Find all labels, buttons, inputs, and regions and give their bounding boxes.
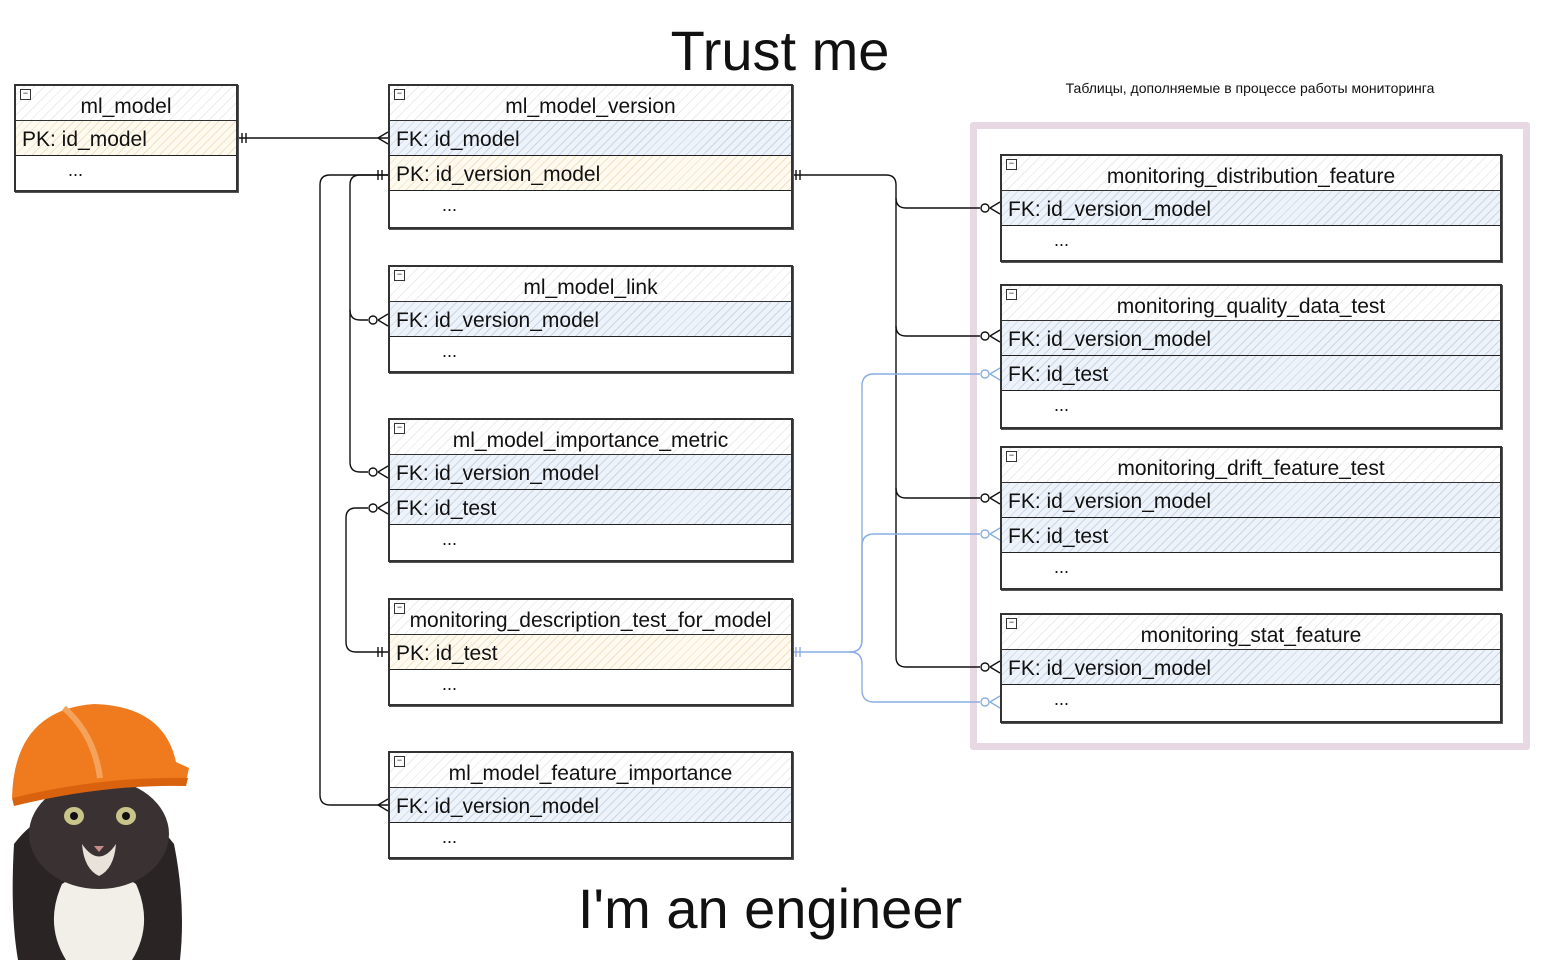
monitoring-tables-group (970, 122, 1530, 750)
table-header: − monitoring_drift_feature_test (1002, 448, 1500, 483)
table-row: PK: id_test (390, 635, 791, 670)
link-version-left-spine (319, 174, 388, 806)
table-row: ... (442, 195, 458, 215)
table-row: ... (442, 341, 458, 361)
top-title: Trust me (670, 19, 890, 82)
table-row: FK: id_version_model (390, 455, 791, 490)
table-ml-model-link[interactable]: − ml_model_link FK: id_version_model ... (388, 265, 793, 373)
table-row: ... (1054, 689, 1070, 709)
table-header: −monitoring_description_test_for_model (390, 600, 791, 635)
table-ml-model-feature-importance[interactable]: − ml_model_feature_importance FK: id_vers… (388, 751, 793, 859)
table-name: monitoring_drift_feature_test (1117, 457, 1385, 480)
table-monitoring-stat-feature[interactable]: − monitoring_stat_feature FK: id_version_… (1000, 613, 1502, 723)
table-name: ml_model_feature_importance (448, 762, 733, 785)
table-row: ... (442, 674, 458, 694)
table-row: FK: id_version_model (1002, 483, 1500, 518)
table-row: FK: id_version_model (390, 302, 791, 337)
table-row: FK: id_version_model (1002, 321, 1500, 356)
table-header: − ml_model_feature_importance (390, 753, 791, 788)
table-row: ... (1054, 230, 1070, 250)
table-row: ... (1054, 557, 1070, 577)
cat-hard-hat-image (12, 704, 189, 960)
collapse-toggle[interactable]: − (394, 603, 405, 614)
collapse-toggle[interactable]: − (394, 89, 405, 100)
table-header: − ml_model (16, 86, 236, 121)
table-name: monitoring_distribution_feature (1106, 165, 1396, 188)
table-header: − ml_model_version (390, 86, 791, 121)
table-row: FK: id_version_model (1002, 650, 1500, 685)
table-monitoring-drift-feature-test[interactable]: − monitoring_drift_feature_test FK: id_ve… (1000, 446, 1502, 590)
table-header: − ml_model_importance_metric (390, 420, 791, 455)
table-row: FK: id_test (390, 490, 791, 525)
table-monitoring-quality-data-test[interactable]: − monitoring_quality_data_test FK: id_ver… (1000, 284, 1502, 429)
table-monitoring-distribution-feature[interactable]: − monitoring_distribution_feature FK: id_… (1000, 154, 1502, 262)
table-ml-model-importance-metric[interactable]: − ml_model_importance_metric FK: id_versi… (388, 418, 793, 562)
table-header: − ml_model_link (390, 267, 791, 302)
table-name: ml_model (80, 95, 172, 118)
collapse-toggle[interactable]: − (1006, 451, 1017, 462)
table-name: monitoring_quality_data_test (1116, 295, 1386, 318)
table-name: ml_model_version (505, 95, 676, 118)
bottom-title: I'm an engineer (577, 877, 963, 940)
table-row: ... (1054, 395, 1070, 415)
table-name: monitoring_stat_feature (1140, 624, 1362, 647)
link-test-monitoring (792, 373, 980, 653)
table-row: FK: id_version_model (390, 788, 791, 823)
collapse-toggle[interactable]: − (1006, 159, 1017, 170)
table-row: PK: id_model (16, 121, 236, 156)
group-caption: Таблицы, дополняемые в процессе работы м… (1065, 80, 1435, 96)
table-row: FK: id_version_model (1002, 191, 1500, 226)
table-name: ml_model_link (523, 276, 658, 299)
table-row: ... (68, 160, 84, 180)
table-row: ... (442, 827, 458, 847)
table-ml-model[interactable]: − ml_model PK: id_model ... (14, 84, 238, 192)
table-ml-model-version[interactable]: − ml_model_version FK: id_model PK: id_ve… (388, 84, 793, 229)
collapse-toggle[interactable]: − (20, 89, 31, 100)
table-row: ... (442, 529, 458, 549)
link-test-importance (345, 507, 388, 653)
table-row: FK: id_model (390, 121, 791, 156)
collapse-toggle[interactable]: − (394, 756, 405, 767)
table-name: monitoring_description_test_for_model (409, 609, 772, 632)
table-name: ml_model_importance_metric (452, 429, 729, 452)
collapse-toggle[interactable]: − (394, 423, 405, 434)
link-version-right-spine (792, 174, 980, 668)
table-monitoring-description-test-for-model[interactable]: −monitoring_description_test_for_model P… (388, 598, 793, 706)
table-row: FK: id_test (1002, 518, 1500, 553)
table-row: PK: id_version_model (390, 156, 791, 191)
table-header: − monitoring_quality_data_test (1002, 286, 1500, 321)
collapse-toggle[interactable]: − (1006, 618, 1017, 629)
collapse-toggle[interactable]: − (1006, 289, 1017, 300)
table-header: − monitoring_stat_feature (1002, 615, 1500, 650)
collapse-toggle[interactable]: − (394, 270, 405, 281)
table-row: FK: id_test (1002, 356, 1500, 391)
table-header: − monitoring_distribution_feature (1002, 156, 1500, 191)
